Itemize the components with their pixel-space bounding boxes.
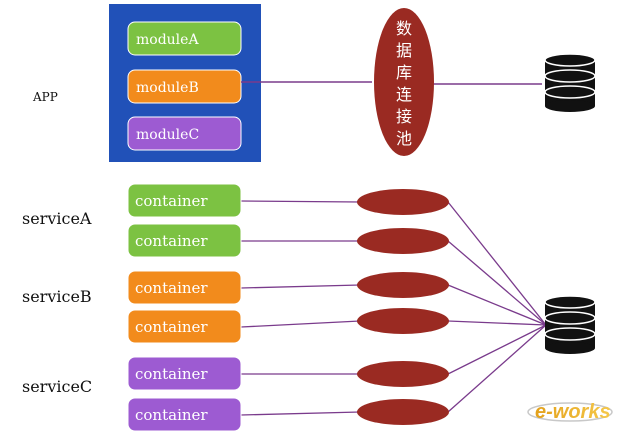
- e-works-logo-text: e-works: [535, 401, 611, 423]
- container-to-pool-line: [240, 320, 361, 328]
- database-disc-top: [544, 295, 596, 309]
- module-box: moduleA: [127, 21, 242, 56]
- database-disc-bottom: [545, 342, 595, 354]
- connection-pool: [357, 399, 449, 425]
- module-box-shape: [127, 69, 242, 104]
- module-label: moduleA: [136, 32, 199, 48]
- database-icon: [544, 295, 596, 354]
- pool-label-char: 连: [396, 85, 412, 104]
- e-works-watermark: e-works: [527, 401, 613, 423]
- pool-label-char: 池: [396, 129, 412, 148]
- connection-pool: [357, 308, 449, 334]
- container-label: container: [135, 365, 208, 383]
- container-label: container: [135, 406, 208, 424]
- database-disc-top: [544, 85, 596, 99]
- container-box: container: [127, 309, 242, 344]
- container-box-shape: [127, 183, 242, 218]
- pool-to-db-line: [447, 240, 547, 326]
- app-label: APP: [32, 90, 58, 104]
- module-box: moduleC: [127, 116, 242, 151]
- database-disc-top: [544, 53, 596, 67]
- database-disc-top: [544, 311, 596, 325]
- connection-pool: [357, 272, 449, 298]
- container-box: container: [127, 270, 242, 305]
- pool-to-db-line: [447, 201, 547, 326]
- database-disc-top: [544, 69, 596, 83]
- container-label: container: [135, 318, 208, 336]
- pool-label-char: 据: [396, 41, 412, 60]
- pool-to-db-line: [447, 320, 547, 326]
- pool-label-char: 接: [396, 107, 412, 126]
- container-to-pool-line: [240, 284, 361, 289]
- service-label: serviceB: [22, 287, 92, 306]
- container-label: container: [135, 192, 208, 210]
- container-box-shape: [127, 309, 242, 344]
- database-icon: [544, 53, 596, 112]
- database-disc-top: [544, 327, 596, 341]
- pool-to-db-line: [447, 284, 547, 326]
- pool-to-db-line: [447, 324, 547, 375]
- container-box-shape: [127, 270, 242, 305]
- container-to-pool-line: [240, 200, 361, 203]
- container-box: container: [127, 356, 242, 391]
- pool-label-char: 数: [396, 19, 412, 38]
- pool-to-db-line: [447, 324, 547, 413]
- module-box: moduleB: [127, 69, 242, 104]
- container-box: container: [127, 223, 242, 258]
- container-label: container: [135, 232, 208, 250]
- connection-pool: [357, 228, 449, 254]
- connection-pool: [357, 189, 449, 215]
- database-connection-pool: [374, 8, 434, 156]
- connection-pool: [357, 361, 449, 387]
- database-disc-bottom: [545, 100, 595, 112]
- container-box: container: [127, 183, 242, 218]
- module-label: moduleC: [136, 127, 199, 143]
- module-label: moduleB: [136, 80, 199, 96]
- pool-label-char: 库: [396, 63, 412, 82]
- module-box-shape: [127, 116, 242, 151]
- service-label: serviceC: [22, 377, 92, 396]
- container-to-pool-line: [240, 411, 361, 416]
- container-box-shape: [127, 356, 242, 391]
- module-box-shape: [127, 21, 242, 56]
- container-label: container: [135, 279, 208, 297]
- container-box-shape: [127, 223, 242, 258]
- container-box-shape: [127, 397, 242, 432]
- service-label: serviceA: [22, 209, 92, 228]
- container-box: container: [127, 397, 242, 432]
